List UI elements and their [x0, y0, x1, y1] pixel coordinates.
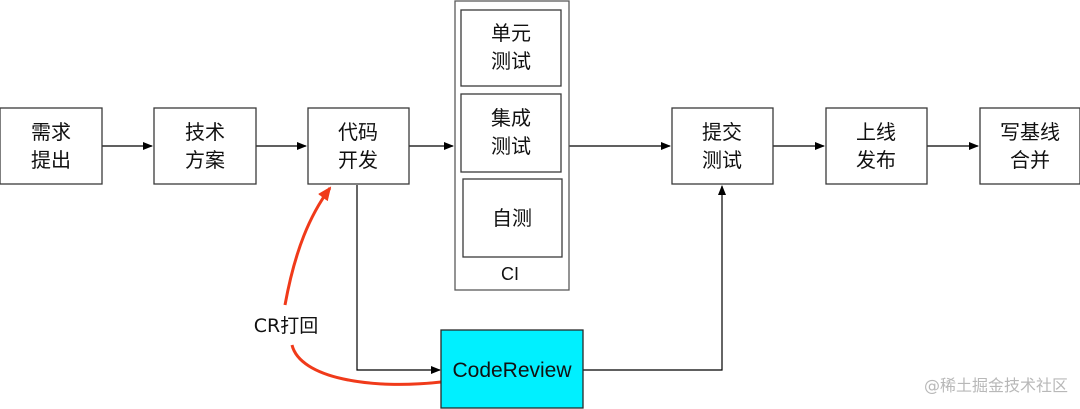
step-release: 上线 发布: [825, 107, 928, 185]
step-unit-test-line2: 测试: [491, 49, 531, 73]
connectors: [102, 142, 979, 386]
ci-group: 单元 测试 集成 测试 自测 CI: [454, 0, 570, 291]
step-merge-baseline-line2: 合并: [1010, 148, 1050, 172]
arrow-code-dev-to-code-review: [356, 185, 441, 374]
code-review-label: CodeReview: [452, 359, 572, 382]
step-code-dev-line1: 代码: [338, 120, 378, 144]
step-release-line1: 上线: [856, 120, 896, 144]
step-release-line2: 发布: [856, 148, 896, 172]
step-merge-baseline: 写基线 合并: [979, 107, 1080, 185]
watermark: @稀土掘金技术社区: [924, 376, 1068, 395]
step-merge-baseline-line1: 写基线: [1000, 120, 1060, 144]
step-tech-plan-line1: 技术: [185, 120, 225, 144]
step-code-dev: 代码 开发: [307, 107, 410, 185]
step-self-test: 自测: [462, 178, 563, 258]
ci-label: CI: [501, 264, 519, 284]
arrow-code-review-to-submit-test: [583, 185, 726, 371]
step-submit-test: 提交 测试: [671, 107, 774, 185]
step-requirement: 需求 提出: [0, 107, 103, 185]
step-submit-test-line2: 测试: [702, 148, 742, 172]
step-tech-plan: 技术 方案: [153, 107, 257, 185]
step-unit-test: 单元 测试: [460, 9, 562, 87]
step-unit-test-line1: 单元: [491, 21, 531, 45]
cr-reject-label: CR打回: [254, 315, 318, 337]
arrow-cr-reject: [283, 188, 442, 386]
step-code-review: CodeReview: [440, 329, 584, 409]
step-tech-plan-line2: 方案: [185, 148, 225, 172]
step-self-test-line1: 自测: [492, 206, 532, 230]
step-integration-test-line1: 集成: [491, 106, 531, 130]
step-code-dev-line2: 开发: [338, 148, 378, 172]
step-submit-test-line1: 提交: [702, 120, 742, 144]
step-requirement-line1: 需求: [31, 120, 71, 144]
step-requirement-line2: 提出: [31, 148, 71, 172]
step-integration-test: 集成 测试: [460, 93, 562, 173]
step-integration-test-line2: 测试: [491, 134, 531, 158]
